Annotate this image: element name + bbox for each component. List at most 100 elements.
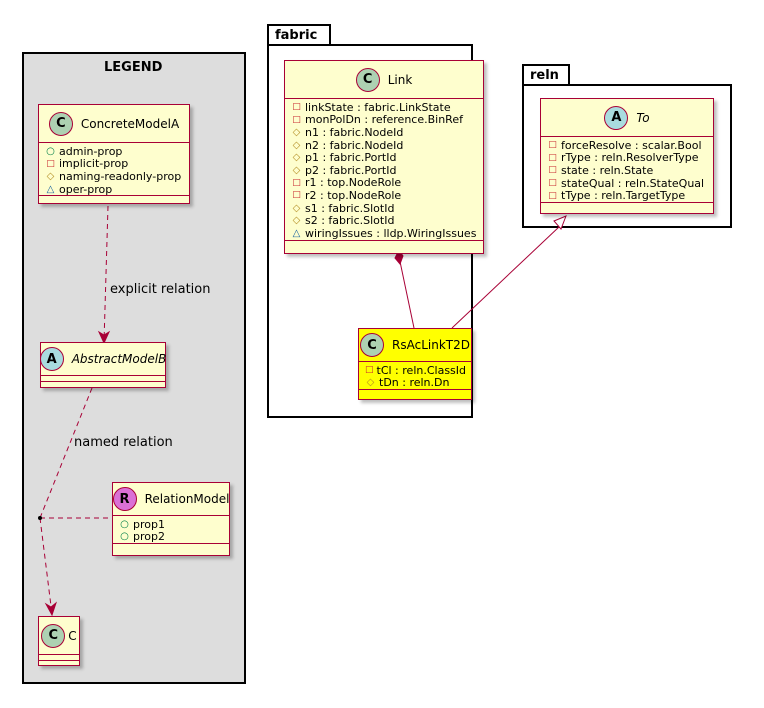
package-visibility-icon: △ — [292, 227, 301, 239]
named-relation-arrowhead — [44, 601, 58, 617]
attribute: □ tCl : reln.ClassId — [365, 363, 467, 377]
attribute: ◇ p2 : fabric.PortId — [291, 164, 477, 177]
association-point — [38, 516, 42, 520]
class-abstract-model-b[interactable]: A AbstractModelB — [39, 342, 167, 388]
attribute-name: oper-prop — [59, 182, 113, 196]
attribute-name: r1 : top.NodeRole — [305, 176, 402, 190]
attribute-name: naming-readonly-prop — [59, 169, 182, 183]
attribute: ◇ n1 : fabric.NodeId — [291, 126, 477, 139]
class-name: AbstractModelB — [71, 352, 167, 366]
class-stereotype-icon: A — [39, 347, 64, 371]
attribute-name: p1 : fabric.PortId — [305, 151, 397, 165]
attribute: ○ prop1 — [119, 518, 223, 531]
generalization-edge — [451, 225, 561, 329]
protected-visibility-icon: ◇ — [292, 139, 301, 151]
explicit-relation-label: explicit relation — [110, 282, 211, 297]
attribute-name: n1 : fabric.NodeId — [305, 125, 404, 139]
private-visibility-icon: □ — [46, 158, 55, 169]
attribute-name: s1 : fabric.SlotId — [305, 201, 395, 215]
attribute: △ oper-prop — [45, 183, 183, 196]
attribute: ◇ naming-readonly-prop — [45, 170, 183, 183]
class-header: A To — [541, 99, 713, 137]
private-visibility-icon: □ — [292, 177, 301, 188]
attribute-name: prop2 — [133, 530, 165, 544]
attribute-name: tCl : reln.ClassId — [376, 363, 467, 377]
attribute: ◇ tDn : reln.Dn — [365, 376, 465, 389]
public-visibility-icon: ○ — [46, 145, 55, 157]
attribute-list: ○ admin-prop □ implicit-prop ◇ naming-re… — [39, 143, 189, 197]
attribute-list: □ linkState : fabric.LinkState □ monPolD… — [285, 99, 483, 241]
protected-visibility-icon: ◇ — [366, 377, 375, 389]
generalization-arrowhead — [553, 215, 567, 230]
class-name: RsAcLinkT2D — [392, 338, 470, 352]
class-stereotype-icon: C — [360, 333, 385, 357]
method-compartment — [541, 203, 713, 211]
class-stereotype-icon: C — [48, 111, 73, 136]
class-relation-model[interactable]: R RelationModel ○ prop1 ○ prop2 — [112, 482, 230, 556]
class-c[interactable]: C C — [38, 616, 80, 666]
package-visibility-icon: △ — [46, 183, 55, 195]
class-name: ConcreteModelA — [80, 116, 180, 131]
class-name: To — [636, 110, 650, 125]
attribute: □ monPolDn : reference.BinRef — [291, 113, 477, 126]
private-visibility-icon: □ — [365, 365, 374, 376]
class-concrete-model-a[interactable]: C ConcreteModelA ○ admin-prop □ implicit… — [38, 104, 190, 204]
package-fabric-tab: fabric — [267, 24, 331, 46]
attribute: □ state : reln.State — [547, 164, 707, 177]
attribute-name: rType : reln.ResolverType — [561, 151, 699, 165]
attribute: □ linkState : fabric.LinkState — [291, 101, 477, 114]
class-to[interactable]: A To □ forceResolve : scalar.Bool □ rTyp… — [540, 98, 714, 214]
explicit-relation-arrowhead — [97, 330, 111, 345]
attribute-compartment — [41, 376, 165, 382]
class-link[interactable]: C Link □ linkState : fabric.LinkState □ … — [284, 60, 484, 254]
method-compartment — [39, 196, 189, 204]
private-visibility-icon: □ — [292, 102, 301, 113]
class-header: C Link — [285, 61, 483, 99]
attribute-name: state : reln.State — [561, 163, 654, 177]
attribute-list: □ tCl : reln.ClassId ◇ tDn : reln.Dn — [359, 362, 471, 391]
private-visibility-icon: □ — [548, 165, 557, 176]
attribute: □ stateQual : reln.StateQual — [547, 177, 707, 190]
attribute-name: s2 : fabric.SlotId — [305, 214, 395, 228]
private-visibility-icon: □ — [548, 190, 557, 201]
class-name: C — [68, 628, 77, 643]
attribute-compartment — [39, 655, 79, 661]
class-header: C C — [39, 617, 79, 655]
legend-title: LEGEND — [104, 60, 163, 75]
attribute-name: prop1 — [133, 517, 165, 531]
named-relation-edge-top — [39, 387, 93, 519]
attribute: □ forceResolve : scalar.Bool — [547, 139, 707, 152]
attribute: △ wiringIssues : lldp.WiringIssues — [291, 227, 477, 240]
class-stereotype-icon: A — [604, 105, 629, 130]
composition-edge — [397, 251, 415, 329]
attribute: ◇ s1 : fabric.SlotId — [291, 202, 477, 215]
protected-visibility-icon: ◇ — [292, 152, 301, 164]
attribute-list: □ forceResolve : scalar.Bool □ rType : r… — [541, 137, 713, 203]
named-relation-label: named relation — [74, 435, 173, 450]
attribute-name: wiringIssues : lldp.WiringIssues — [305, 226, 477, 240]
attribute-name: r2 : top.NodeRole — [305, 188, 402, 202]
attribute-name: admin-prop — [59, 144, 123, 158]
class-name: RelationModel — [144, 492, 230, 506]
attribute: □ rType : reln.ResolverType — [547, 151, 707, 165]
class-name: Link — [387, 72, 413, 87]
attribute: ○ prop2 — [119, 530, 223, 544]
protected-visibility-icon: ◇ — [292, 202, 301, 214]
private-visibility-icon: □ — [292, 190, 301, 201]
attribute-name: tType : reln.TargetType — [561, 189, 686, 203]
attribute: □ r1 : top.NodeRole — [291, 176, 477, 190]
class-header: R RelationModel — [112, 483, 230, 516]
class-rs-ac-link-t2d[interactable]: C RsAcLinkT2D □ tCl : reln.ClassId ◇ tDn… — [358, 328, 472, 400]
private-visibility-icon: □ — [292, 114, 301, 125]
attribute: ◇ n2 : fabric.NodeId — [291, 139, 477, 152]
attribute-list: ○ prop1 ○ prop2 — [113, 516, 229, 545]
attribute-name: linkState : fabric.LinkState — [305, 100, 451, 114]
method-compartment — [285, 241, 483, 249]
class-stereotype-icon: C — [355, 67, 380, 92]
private-visibility-icon: □ — [548, 178, 557, 189]
private-visibility-icon: □ — [548, 140, 557, 151]
attribute-name: n2 : fabric.NodeId — [305, 138, 404, 152]
attribute: ◇ p1 : fabric.PortId — [291, 151, 477, 164]
method-compartment — [113, 544, 229, 552]
